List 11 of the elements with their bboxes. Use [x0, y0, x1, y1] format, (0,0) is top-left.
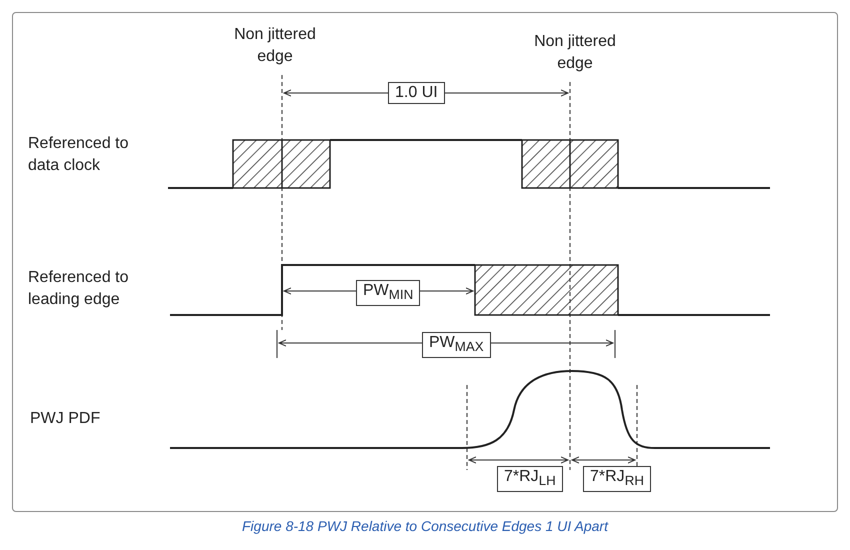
dimension-label: 7*RJ$_{RH}$: [583, 466, 651, 492]
dimension-label: PW$_{MAX}$: [422, 332, 491, 358]
dimension-label: 1.0 UI: [388, 82, 445, 104]
dimension-label: PW$_{MIN}$: [356, 280, 420, 306]
annotation-label: Non jittered edge: [533, 32, 617, 74]
signal-label: PWJ PDF: [30, 409, 100, 429]
caption: Figure 8-18 PWJ Relative to Consecutive Edges 1 UI Apart: [242, 518, 608, 534]
signal-label: Referenced to data clock: [28, 134, 130, 176]
signal-label: Referenced to leading edge: [28, 268, 130, 310]
annotation-label: Non jittered edge: [233, 25, 317, 67]
dimension-label: 7*RJ$_{LH}$: [497, 466, 563, 492]
